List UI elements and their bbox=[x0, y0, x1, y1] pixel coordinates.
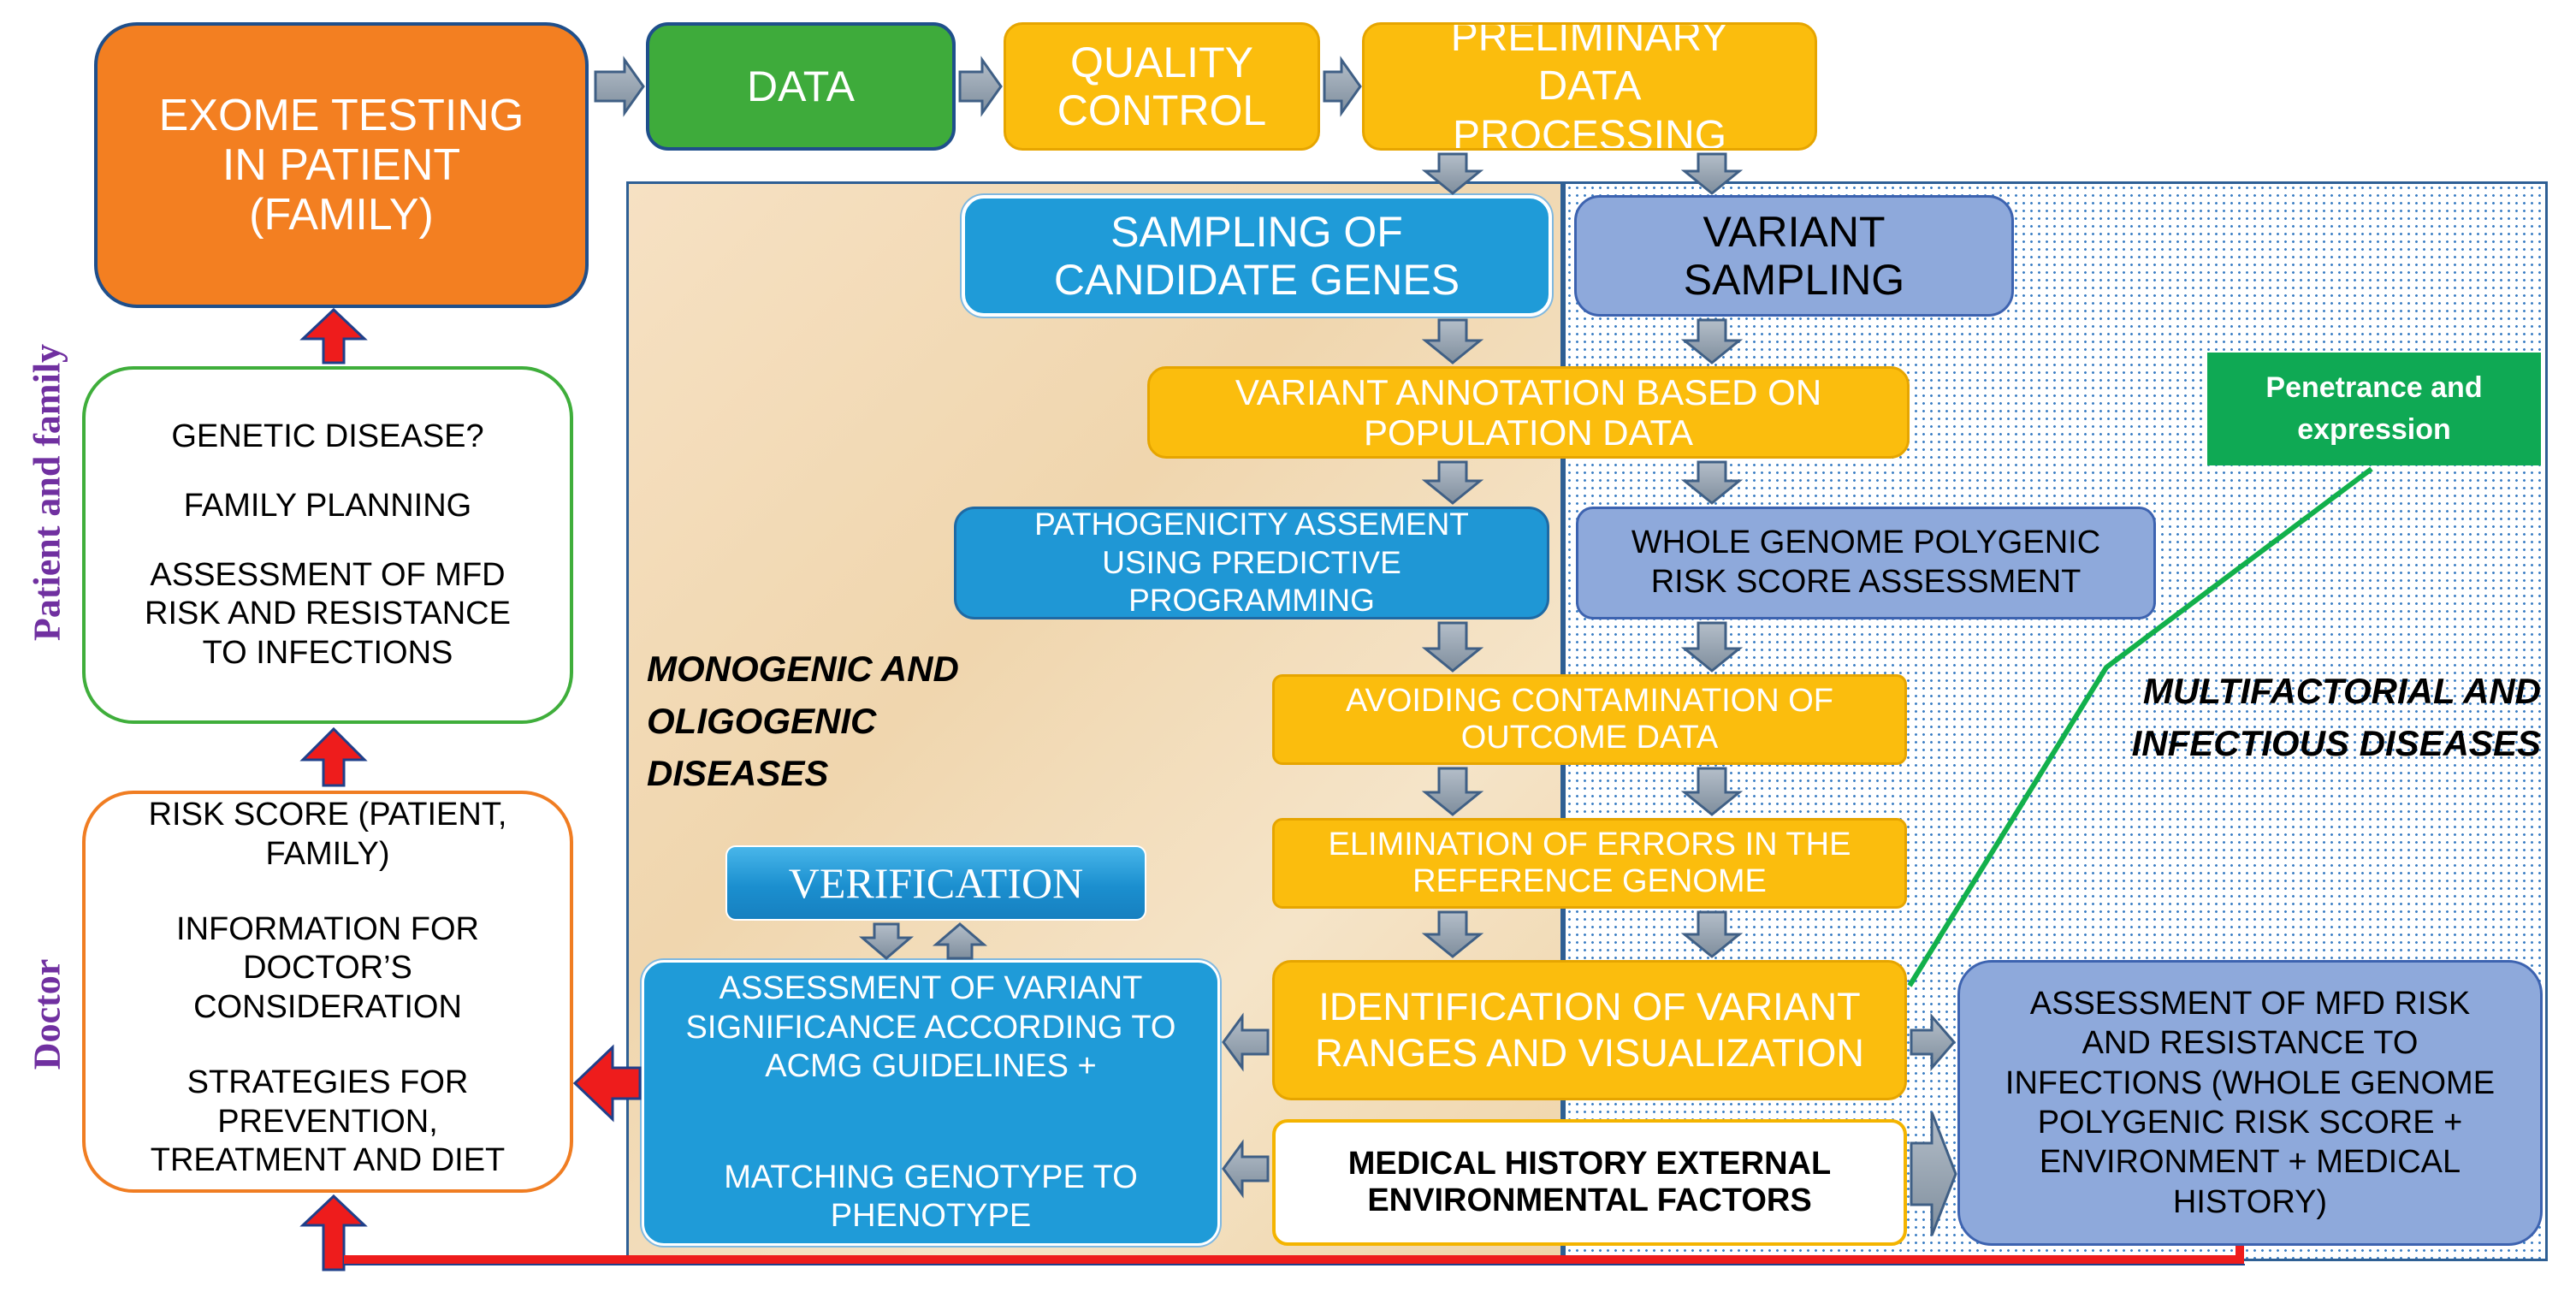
variant-annotation-box: VARIANT ANNOTATION BASED ON POPULATION D… bbox=[1147, 366, 1910, 459]
arrow-down-2 bbox=[1680, 152, 1744, 195]
red-arrow-to-patient bbox=[299, 726, 368, 787]
doctor-box: RISK SCORE (PATIENT, FAMILY) INFORMATION… bbox=[82, 791, 573, 1193]
preliminary-processing-box: PRELIMINARY DATA PROCESSING bbox=[1362, 22, 1817, 151]
red-arrow-to-doctor-left bbox=[572, 1044, 642, 1123]
arrow-exome-to-data bbox=[594, 56, 645, 117]
arrow-down-10 bbox=[1680, 767, 1744, 816]
identification-box: IDENTIFICATION OF VARIANT RANGES AND VIS… bbox=[1272, 960, 1907, 1100]
arrow-down-3 bbox=[1421, 318, 1484, 364]
medical-history-box: MEDICAL HISTORY EXTERNAL ENVIRONMENTAL F… bbox=[1272, 1119, 1907, 1246]
exome-testing-box: EXOME TESTING IN PATIENT (FAMILY) bbox=[94, 22, 589, 308]
mfd-risk-text: ASSESSMENT OF MFD RISK AND RESISTANCE TO… bbox=[145, 556, 511, 671]
contamination-box: AVOIDING CONTAMINATION OF OUTCOME DATA bbox=[1272, 674, 1907, 765]
strategies-text: STRATEGIES FOR PREVENTION, TREATMENT AND… bbox=[150, 1064, 506, 1179]
arrow-medical-right bbox=[1910, 1111, 1957, 1236]
arrow-verification-down bbox=[858, 922, 915, 960]
pathogenicity-box: PATHOGENICITY ASSEMENT USING PREDICTIVE … bbox=[954, 507, 1549, 619]
arrow-down-6 bbox=[1680, 460, 1744, 505]
risk-score-text: RISK SCORE (PATIENT, FAMILY) bbox=[148, 797, 507, 872]
sampling-candidate-genes-box: SAMPLING OF CANDIDATE GENES bbox=[962, 195, 1552, 317]
arrow-down-12 bbox=[1680, 910, 1744, 958]
arrow-identification-right bbox=[1910, 1012, 1956, 1072]
variant-sampling-box: VARIANT SAMPLING bbox=[1574, 195, 2014, 317]
genotype-phenotype-text: MATCHING GENOTYPE TO PHENOTYPE bbox=[724, 1159, 1138, 1235]
arrow-medical-left bbox=[1222, 1139, 1270, 1199]
arrow-data-to-quality bbox=[958, 56, 1003, 117]
mfd-assessment-box: ASSESSMENT OF MFD RISK AND RESISTANCE TO… bbox=[1957, 960, 2543, 1246]
arrow-verification-up bbox=[932, 922, 988, 960]
penetrance-connector bbox=[1907, 466, 2373, 987]
variant-significance-box: ASSESSMENT OF VARIANT SIGNIFICANCE ACCOR… bbox=[642, 960, 1220, 1246]
polygenic-risk-box: WHOLE GENOME POLYGENIC RISK SCORE ASSESS… bbox=[1576, 507, 2156, 619]
arrow-down-5 bbox=[1421, 460, 1484, 505]
family-planning-text: FAMILY PLANNING bbox=[183, 487, 472, 524]
monogenic-label: MONOGENIC AND OLIGOGENIC DISEASES bbox=[647, 649, 959, 793]
doctor-info-text: INFORMATION FOR DOCTOR’S CONSIDERATION bbox=[176, 910, 479, 1025]
arrow-down-1 bbox=[1421, 152, 1484, 195]
arrow-identification-left bbox=[1222, 1012, 1270, 1072]
multifactorial-label: MULTIFACTORIAL AND INFECTIOUS DISEASES bbox=[2131, 671, 2541, 763]
arrow-down-11 bbox=[1421, 910, 1484, 958]
red-arrow-to-exome bbox=[299, 307, 368, 364]
genetic-disease-text: GENETIC DISEASE? bbox=[171, 418, 484, 454]
verification-box: VERIFICATION bbox=[725, 845, 1146, 921]
arrow-down-7 bbox=[1421, 621, 1484, 673]
reference-errors-box: ELIMINATION OF ERRORS IN THE REFERENCE G… bbox=[1272, 818, 1907, 909]
quality-control-box: QUALITY CONTROL bbox=[1004, 22, 1320, 151]
red-feedback-line bbox=[344, 1246, 2244, 1264]
arrow-quality-to-preliminary bbox=[1323, 56, 1362, 117]
patient-family-box: GENETIC DISEASE? FAMILY PLANNING ASSESSM… bbox=[82, 366, 573, 724]
penetrance-label: Penetrance and expression bbox=[2207, 353, 2541, 465]
arrow-down-4 bbox=[1680, 318, 1744, 364]
variant-significance-text: ASSESSMENT OF VARIANT SIGNIFICANCE ACCOR… bbox=[685, 970, 1176, 1085]
arrow-down-9 bbox=[1421, 767, 1484, 816]
data-box: DATA bbox=[646, 22, 956, 151]
arrow-down-8 bbox=[1680, 621, 1744, 673]
